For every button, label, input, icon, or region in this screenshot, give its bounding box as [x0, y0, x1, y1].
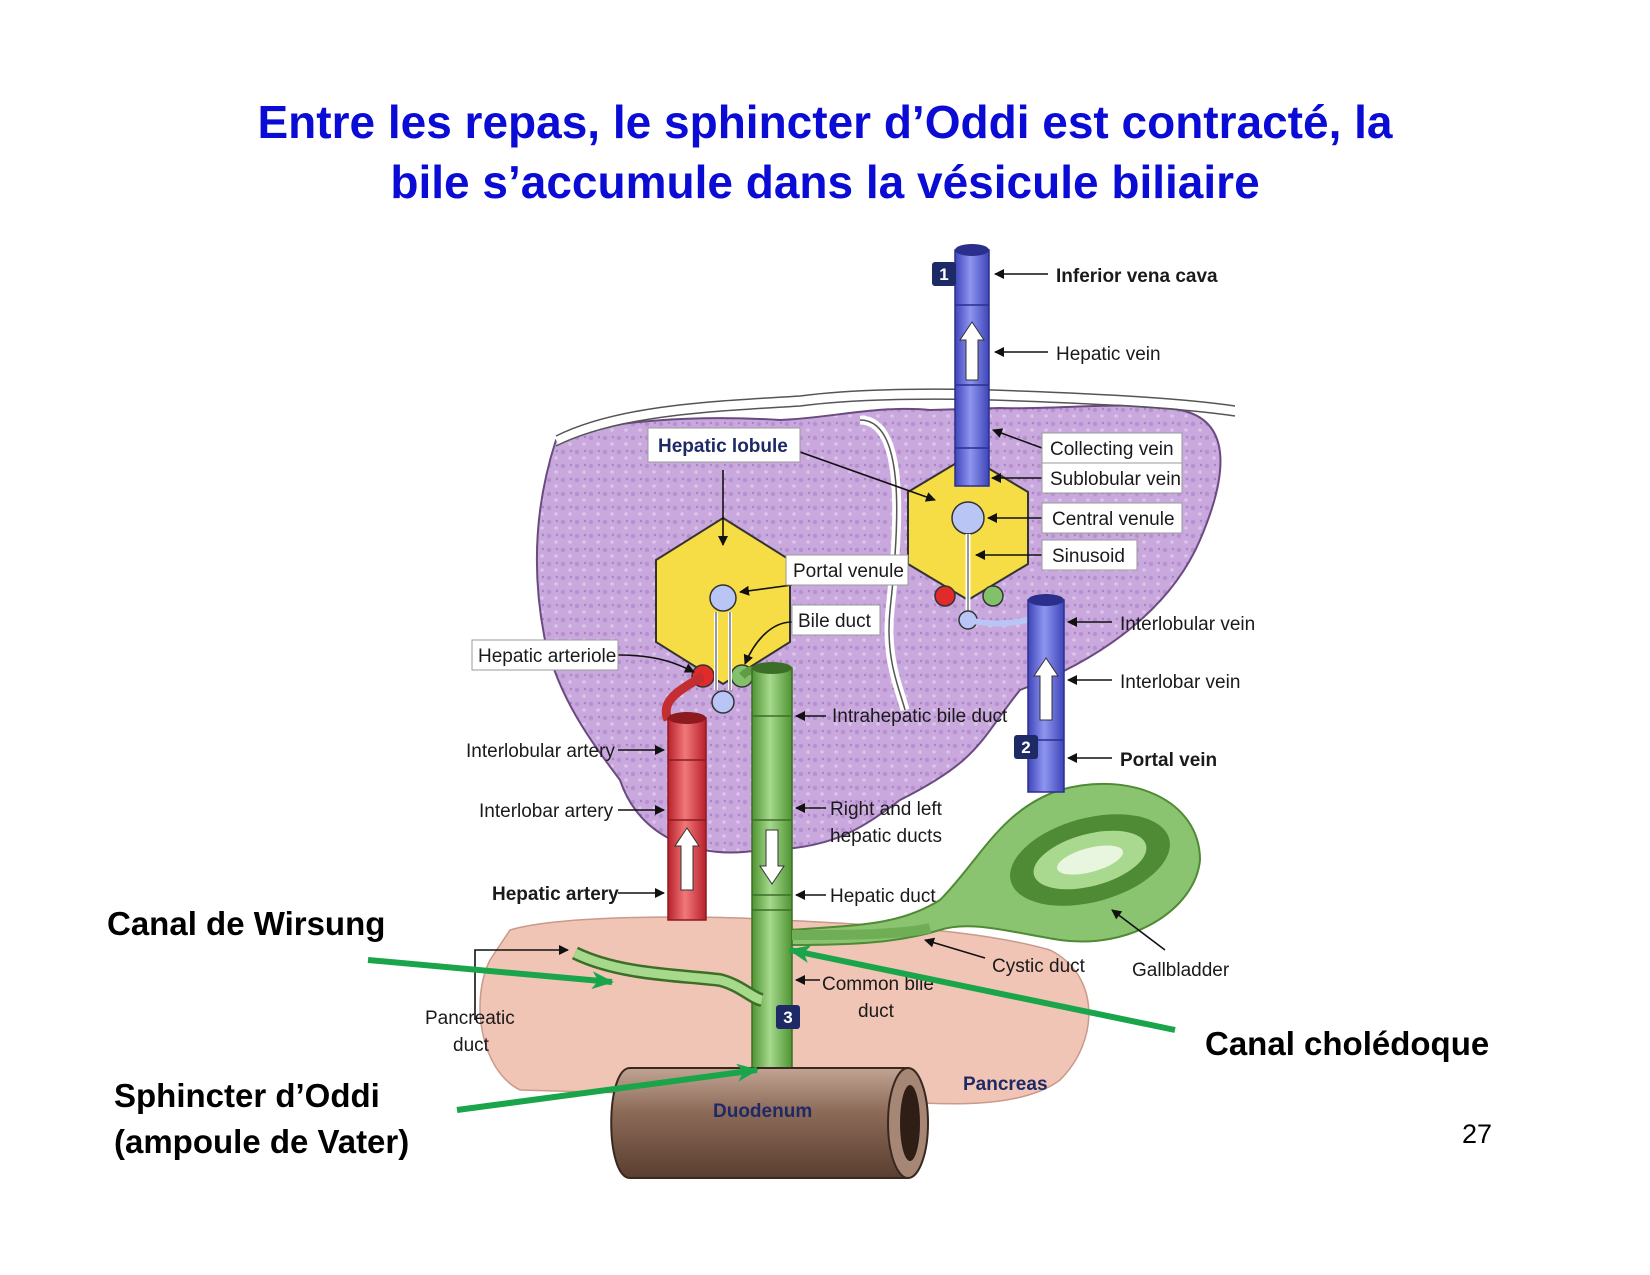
slide-title: Entre les repas, le sphincter d’Oddi est… [0, 92, 1650, 212]
portal-venule-dot [711, 690, 735, 714]
annotation-arrows [367, 945, 1176, 1113]
label-interlobular-artery: Interlobular artery [466, 741, 615, 762]
label-inferior-vena-cava: Inferior vena cava [1056, 266, 1218, 287]
leader-lines [474, 269, 1166, 1020]
label-right-left-hepatic-ducts-1: Right and left [830, 799, 943, 820]
label-sinusoid: Sinusoid [1052, 546, 1125, 567]
label-hepatic-artery: Hepatic artery [492, 884, 619, 905]
label-portal-vein: Portal vein [1120, 750, 1217, 771]
label-hepatic-duct: Hepatic duct [830, 886, 936, 907]
label-common-bile-duct-2: duct [858, 1001, 895, 1022]
label-hepatic-arteriole: Hepatic arteriole [478, 646, 616, 667]
arrow-wirsung [367, 957, 614, 990]
svg-text:2: 2 [1021, 738, 1030, 757]
badge-3: 3 [776, 1005, 800, 1029]
svg-text:1: 1 [939, 265, 948, 284]
label-sublobular-vein: Sublobular vein [1050, 469, 1181, 490]
annotation-canal-wirsung: Canal de Wirsung [107, 905, 385, 942]
label-hepatic-vein: Hepatic vein [1056, 344, 1161, 365]
label-interlobar-vein: Interlobar vein [1120, 672, 1240, 693]
arrow-choledoque [788, 945, 1176, 1033]
red-dot-right [934, 585, 956, 607]
label-central-venule: Central venule [1052, 509, 1175, 530]
label-portal-venule: Portal venule [793, 561, 904, 582]
central-venule-right [951, 501, 985, 535]
liver-capsule [553, 388, 1236, 445]
title-line-1: Entre les repas, le sphincter d’Oddi est… [257, 96, 1393, 148]
hepatic-vein-column [954, 244, 990, 487]
arrow-sphincter [456, 1063, 759, 1113]
green-dot-right [982, 585, 1004, 607]
label-pancreas: Pancreas [963, 1074, 1048, 1095]
label-bile-duct: Bile duct [798, 611, 872, 632]
central-venule-left [709, 584, 737, 612]
cystic-duct [791, 923, 932, 940]
label-common-bile-duct-1: Common bile [822, 974, 934, 995]
portal-vein-column [1027, 594, 1065, 793]
title-line-2: bile s’accumule dans la vésicule biliair… [390, 156, 1260, 208]
duodenum [610, 1067, 929, 1179]
badge-1: 1 [932, 262, 956, 286]
label-pancreatic-duct-2: duct [453, 1035, 490, 1056]
label-hepatic-lobule: Hepatic lobule [658, 436, 788, 457]
label-cystic-duct: Cystic duct [992, 956, 1086, 977]
page-number: 27 [1462, 1119, 1492, 1149]
label-boxes [471, 427, 1183, 671]
annotation-sphincter-line-1: Sphincter d’Oddi [114, 1077, 380, 1114]
label-interlobar-artery: Interlobar artery [479, 801, 614, 822]
label-collecting-vein: Collecting vein [1050, 439, 1174, 460]
label-right-left-hepatic-ducts-2: hepatic ducts [830, 826, 942, 847]
annotation-canal-choledoque: Canal cholédoque [1205, 1025, 1489, 1062]
label-interlobular-vein: Interlobular vein [1120, 614, 1255, 635]
svg-text:3: 3 [783, 1008, 792, 1027]
bile-duct-column [739, 662, 793, 1077]
label-intrahepatic-bile-duct: Intrahepatic bile duct [832, 706, 1008, 727]
annotation-sphincter-line-2: (ampoule de Vater) [114, 1123, 409, 1160]
badge-2: 2 [1014, 735, 1038, 759]
hepatic-artery-column [661, 672, 707, 921]
label-gallbladder: Gallbladder [1132, 960, 1230, 981]
label-duodenum: Duodenum [713, 1101, 812, 1122]
label-pancreatic-duct-1: Pancreatic [425, 1008, 515, 1029]
